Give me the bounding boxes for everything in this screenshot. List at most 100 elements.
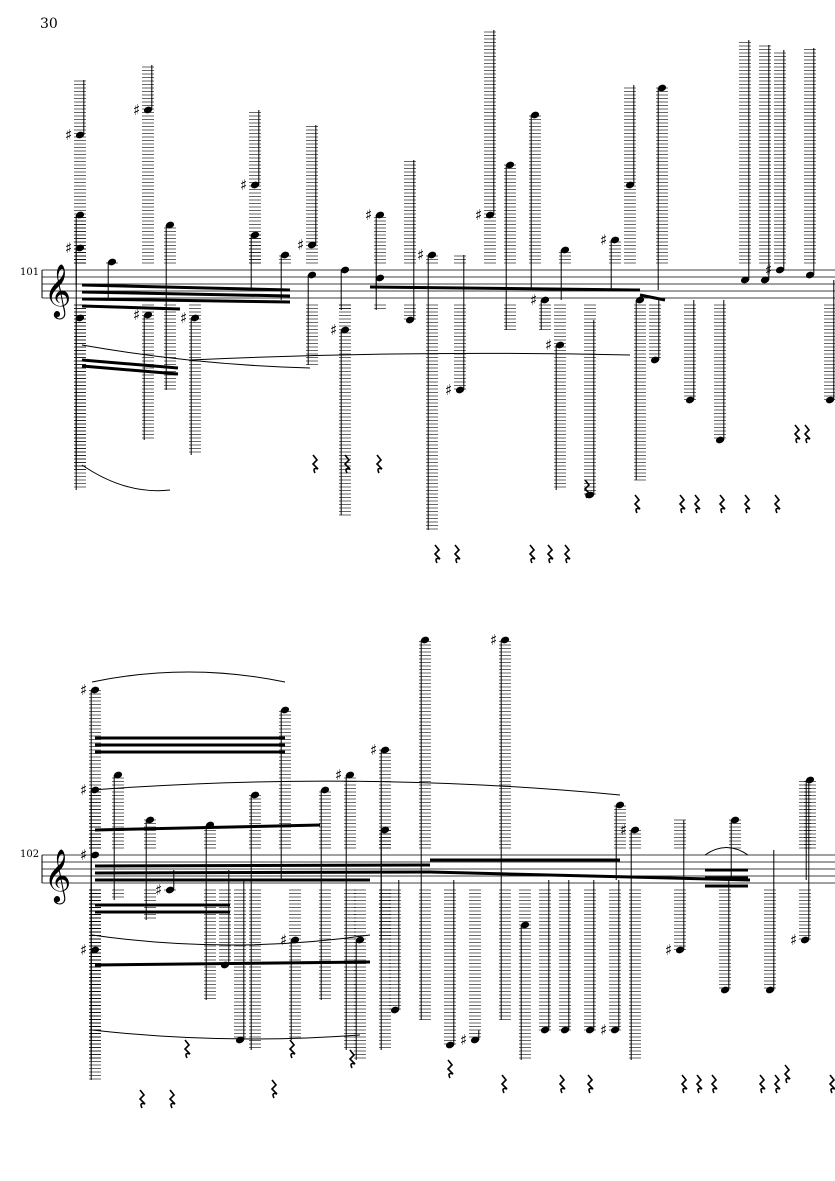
note-head [720, 986, 730, 994]
sharp-icon: ♯ [240, 176, 247, 194]
sharp-icon: ♯ [490, 631, 497, 649]
note-head [90, 946, 100, 954]
beam [81, 304, 181, 311]
sharp-icon: ♯ [665, 941, 672, 959]
note-head [445, 1041, 455, 1049]
beam [94, 960, 371, 967]
note-head [740, 276, 750, 284]
sharp-icon: ♯ [80, 846, 87, 864]
quarter-rest-icon [583, 479, 591, 499]
sharp-icon: ♯ [475, 206, 482, 224]
note-head [190, 314, 200, 322]
beam [94, 823, 321, 832]
note-head [235, 1036, 245, 1044]
sharp-icon: ♯ [180, 309, 187, 327]
note-head [675, 946, 685, 954]
quarter-rest-icon [680, 1074, 688, 1094]
quarter-rest-icon [311, 454, 319, 474]
note-head [635, 296, 645, 304]
sharp-icon: ♯ [65, 239, 72, 257]
measure-number-101: 101 [20, 267, 40, 278]
slur [81, 464, 171, 492]
note-head [143, 106, 153, 114]
sharp-icon: ♯ [765, 261, 772, 279]
note-head [143, 311, 153, 319]
beam [94, 870, 431, 875]
note-head [630, 826, 640, 834]
quarter-rest-icon [773, 494, 781, 514]
quarter-rest-icon [343, 454, 351, 474]
sharp-icon: ♯ [370, 741, 377, 759]
treble-clef-icon: 𝄞 [44, 848, 71, 904]
quarter-rest-icon [633, 494, 641, 514]
sharp-icon: ♯ [80, 941, 87, 959]
quarter-rest-icon [558, 1074, 566, 1094]
note-head [307, 241, 317, 249]
sharp-icon: ♯ [445, 381, 452, 399]
beam [369, 285, 641, 292]
note-head [107, 258, 117, 266]
note-head [390, 1006, 400, 1014]
note-head [615, 801, 625, 809]
slur [91, 671, 286, 683]
quarter-rest-icon [183, 1039, 191, 1059]
treble-clef-icon: 𝄞 [44, 263, 71, 319]
note-head [355, 936, 365, 944]
note-head [560, 246, 570, 254]
note-head [455, 386, 465, 394]
note-head [375, 211, 385, 219]
beam [81, 358, 179, 370]
note-head [340, 326, 350, 334]
note-head [470, 1036, 480, 1044]
sharp-icon: ♯ [545, 336, 552, 354]
quarter-rest-icon [138, 1089, 146, 1109]
quarter-rest-icon [710, 1074, 718, 1094]
note-head [340, 266, 350, 274]
sharp-icon: ♯ [335, 766, 342, 784]
quarter-rest-icon [453, 544, 461, 564]
sharp-icon: ♯ [133, 306, 140, 324]
quarter-rest-icon [168, 1089, 176, 1109]
sharp-icon: ♯ [155, 881, 162, 899]
sharp-icon: ♯ [460, 1031, 467, 1049]
sharp-icon: ♯ [80, 681, 87, 699]
sharp-icon: ♯ [80, 781, 87, 799]
note-head [610, 236, 620, 244]
quarter-rest-icon [695, 1074, 703, 1094]
note-head [375, 274, 385, 282]
slur [91, 780, 621, 796]
slur [189, 352, 631, 361]
quarter-rest-icon [270, 1079, 278, 1099]
quarter-rest-icon [693, 494, 701, 514]
sharp-icon: ♯ [280, 931, 287, 949]
beam [81, 290, 291, 298]
note-head [90, 686, 100, 694]
note-head [250, 181, 260, 189]
sharp-icon: ♯ [790, 931, 797, 949]
sharp-icon: ♯ [417, 246, 424, 264]
quarter-rest-icon [773, 1074, 781, 1094]
note-head [485, 211, 495, 219]
quarter-rest-icon [678, 494, 686, 514]
sharp-icon: ♯ [133, 101, 140, 119]
note-head [165, 221, 175, 229]
note-head [75, 244, 85, 252]
sharp-icon: ♯ [530, 291, 537, 309]
note-head [760, 276, 770, 284]
note-head [765, 986, 775, 994]
beam [81, 283, 291, 292]
beam [81, 297, 291, 304]
note-head [625, 181, 635, 189]
note-head [380, 826, 390, 834]
sharp-icon: ♯ [365, 206, 372, 224]
note-head [75, 211, 85, 219]
page-number: 30 [40, 16, 58, 32]
quarter-rest-icon [546, 544, 554, 564]
beam [639, 293, 666, 302]
note-head [650, 356, 660, 364]
quarter-rest-icon [743, 494, 751, 514]
sharp-icon: ♯ [330, 321, 337, 339]
note-head [113, 771, 123, 779]
note-head [250, 791, 260, 799]
